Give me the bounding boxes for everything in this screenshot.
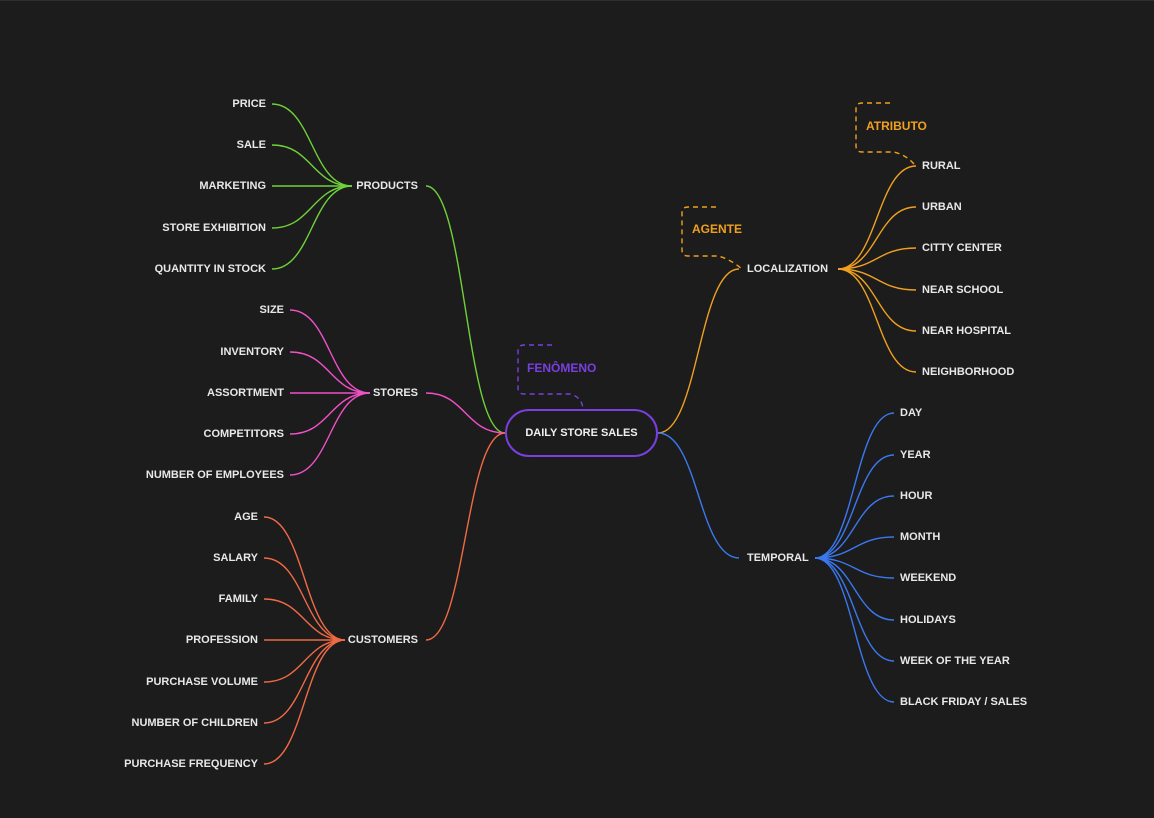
products-leaf-2[interactable]: MARKETING bbox=[199, 180, 266, 192]
localization-leaf-link bbox=[837, 268, 917, 373]
products-link bbox=[425, 185, 506, 434]
localization-leaf-2[interactable]: CITTY CENTER bbox=[922, 242, 1002, 254]
temporal-leaf-3[interactable]: MONTH bbox=[900, 531, 941, 543]
products-leaf-link bbox=[271, 185, 353, 229]
customers-leaf-link bbox=[263, 598, 346, 641]
branch-stores[interactable]: STORES bbox=[372, 387, 418, 399]
customers-leaf-5[interactable]: NUMBER OF CHILDREN bbox=[131, 717, 259, 729]
products-leaf-0[interactable]: PRICE bbox=[232, 98, 266, 110]
temporal-leaf-link bbox=[814, 557, 895, 621]
products-leaf-link bbox=[271, 103, 353, 187]
customers-leaf-0[interactable]: AGE bbox=[234, 511, 258, 523]
root-node[interactable]: DAILY STORE SALES bbox=[505, 409, 658, 457]
temporal-leaf-link bbox=[814, 536, 895, 559]
temporal-leaf-link bbox=[814, 412, 895, 559]
temporal-leaf-2[interactable]: HOUR bbox=[900, 490, 933, 502]
customers-leaf-link bbox=[263, 639, 346, 683]
temporal-leaf-4[interactable]: WEEKEND bbox=[900, 572, 957, 584]
customers-leaf-link bbox=[263, 639, 346, 724]
customers-link bbox=[425, 432, 506, 641]
agente-tag: AGENTE bbox=[692, 222, 743, 236]
stores-leaf-link bbox=[289, 351, 371, 394]
temporal-leaf-7[interactable]: BLACK FRIDAY / SALES bbox=[900, 696, 1028, 708]
atributo-tag: ATRIBUTO bbox=[866, 119, 927, 133]
branch-localization[interactable]: LOCALIZATION bbox=[747, 263, 829, 275]
customers-leaf-6[interactable]: PURCHASE FREQUENCY bbox=[124, 758, 258, 770]
customers-leaf-1[interactable]: SALARY bbox=[213, 552, 258, 564]
localization-leaf-1[interactable]: URBAN bbox=[922, 201, 962, 213]
localization-leaf-link bbox=[837, 165, 917, 270]
temporal-leaf-1[interactable]: YEAR bbox=[900, 449, 931, 461]
localization-leaf-link bbox=[837, 206, 917, 270]
customers-leaf-2[interactable]: FAMILY bbox=[218, 593, 258, 605]
temporal-leaf-link bbox=[814, 557, 895, 579]
stores-leaf-4[interactable]: NUMBER OF EMPLOYEES bbox=[145, 469, 284, 481]
localization-leaf-5[interactable]: NEIGHBORHOOD bbox=[922, 366, 1015, 378]
temporal-leaf-link bbox=[814, 557, 895, 662]
stores-leaf-3[interactable]: COMPETITORS bbox=[203, 428, 284, 440]
localization-leaf-link bbox=[837, 268, 917, 291]
temporal-link bbox=[657, 432, 740, 559]
localization-leaf-3[interactable]: NEAR SCHOOL bbox=[922, 284, 1004, 296]
products-leaf-4[interactable]: QUANTITY IN STOCK bbox=[154, 263, 266, 275]
fenomeno-tag: FENÔMENO bbox=[527, 361, 597, 375]
customers-leaf-3[interactable]: PROFESSION bbox=[185, 634, 258, 646]
fenomeno-tag-bracket bbox=[517, 344, 584, 410]
atributo-tag-bracket bbox=[855, 102, 915, 165]
customers-leaf-link bbox=[263, 516, 346, 641]
stores-leaf-2[interactable]: ASSORTMENT bbox=[207, 387, 284, 399]
products-leaf-3[interactable]: STORE EXHIBITION bbox=[162, 222, 266, 234]
temporal-leaf-link bbox=[814, 454, 895, 559]
stores-leaf-1[interactable]: INVENTORY bbox=[220, 346, 284, 358]
root-node-label: DAILY STORE SALES bbox=[525, 427, 638, 439]
temporal-leaf-link bbox=[814, 557, 895, 703]
localization-leaf-4[interactable]: NEAR HOSPITAL bbox=[922, 325, 1012, 337]
products-leaf-link bbox=[271, 144, 353, 187]
stores-link bbox=[425, 392, 506, 434]
customers-leaf-4[interactable]: PURCHASE VOLUME bbox=[146, 676, 258, 688]
temporal-leaf-0[interactable]: DAY bbox=[900, 407, 923, 419]
localization-leaf-link bbox=[837, 268, 917, 332]
temporal-leaf-link bbox=[814, 495, 895, 559]
products-leaf-link bbox=[271, 185, 353, 270]
customers-leaf-link bbox=[263, 557, 346, 641]
localization-leaf-0[interactable]: RURAL bbox=[922, 160, 961, 172]
agente-tag-bracket bbox=[681, 206, 743, 270]
localization-leaf-link bbox=[837, 247, 917, 270]
branch-products[interactable]: PRODUCTS bbox=[356, 180, 418, 192]
stores-leaf-link bbox=[289, 392, 371, 476]
stores-leaf-0[interactable]: SIZE bbox=[259, 304, 284, 316]
stores-leaf-link bbox=[289, 309, 371, 394]
branch-temporal[interactable]: TEMPORAL bbox=[747, 552, 809, 564]
stores-leaf-link bbox=[289, 392, 371, 435]
temporal-leaf-6[interactable]: WEEK OF THE YEAR bbox=[900, 655, 1010, 667]
localization-link bbox=[657, 268, 740, 434]
branch-customers[interactable]: CUSTOMERS bbox=[347, 634, 418, 646]
products-leaf-1[interactable]: SALE bbox=[236, 139, 266, 151]
customers-leaf-link bbox=[263, 639, 346, 765]
temporal-leaf-5[interactable]: HOLIDAYS bbox=[900, 614, 956, 626]
